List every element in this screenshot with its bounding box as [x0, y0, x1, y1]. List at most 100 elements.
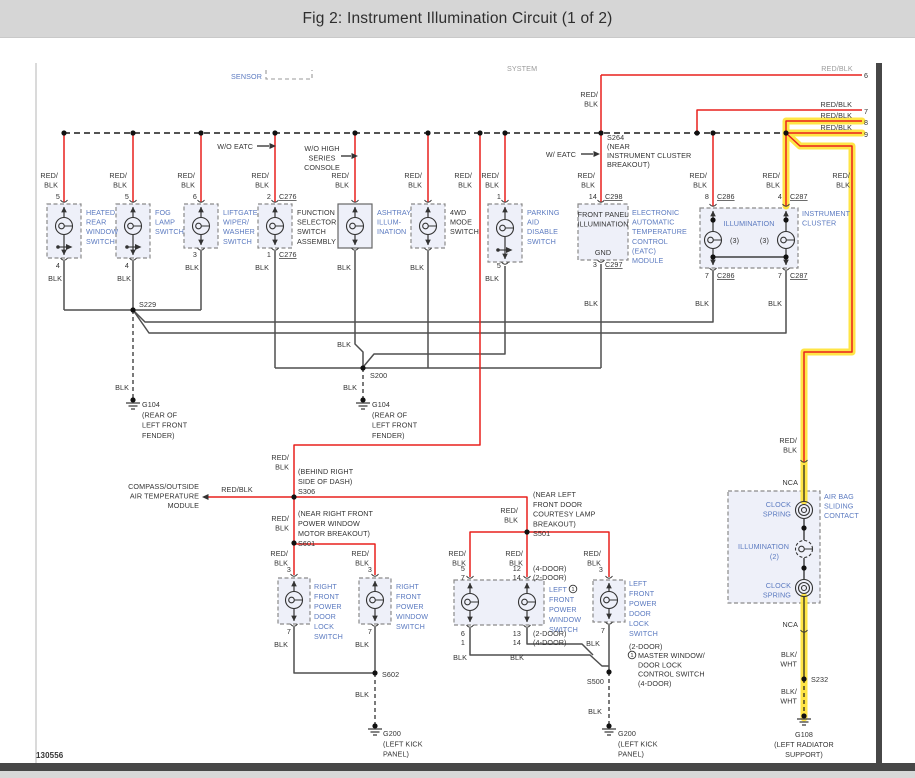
wire-color-label: BLK: [485, 274, 499, 283]
connector-id: C276: [279, 250, 297, 259]
splice-dot: [291, 540, 297, 546]
connector-chevron: [290, 623, 298, 627]
arrowhead: [783, 259, 789, 266]
wire-color-label: BLK: [588, 707, 602, 716]
wire-color-label: BLK: [586, 639, 600, 648]
wire-color-label: BLK: [255, 263, 269, 272]
pin-number: 5: [56, 192, 60, 201]
connector-chevron: [129, 199, 137, 203]
connector-chevron: [501, 199, 509, 203]
wire-color-label: RED/BLK: [448, 549, 466, 568]
arrowhead: [352, 206, 358, 213]
wire-color-label: BLK: [337, 263, 351, 272]
component-box: [699, 207, 799, 269]
connector-id: C287: [790, 271, 808, 280]
cluster-illumination-text: ILLUMINATION: [724, 219, 775, 228]
splice-dot: [130, 307, 136, 313]
circuit-exit-7: 7: [864, 107, 868, 116]
cut-wire-label: RED/BLK: [821, 64, 853, 73]
wire-color-label: RED/BLK: [500, 506, 518, 525]
ground-icon: [360, 397, 366, 403]
pin-number: 4: [125, 261, 129, 270]
splice-dot: [710, 130, 716, 136]
pin-number: 5: [125, 192, 129, 201]
arrowhead: [372, 580, 378, 587]
pin-number: 8: [705, 192, 709, 201]
vertical-scrollbar[interactable]: [876, 63, 882, 763]
wire-ground: [132, 271, 714, 323]
arrowhead: [425, 206, 431, 213]
note-door-variant: (4-DOOR)(2-DOOR): [533, 564, 567, 582]
arrowhead: [272, 239, 278, 246]
wire-color-label: BLK: [695, 299, 709, 308]
wire-color-label: RED/BLK: [221, 485, 253, 494]
wire-red: [696, 109, 862, 133]
clock-spring-icon: [794, 578, 814, 598]
splice-dot: [710, 254, 716, 260]
wire-color-label: RED/BLK: [40, 171, 58, 190]
connector-chevron: [605, 621, 613, 625]
note-door-variant: (2-DOOR)(4-DOOR): [533, 629, 567, 647]
connector-chevron: [782, 267, 790, 271]
splice-dot: [372, 670, 378, 676]
clock-spring-icon: [800, 506, 808, 514]
wire-color-label: RED/BLK: [271, 514, 289, 533]
contact-icon: [66, 244, 73, 250]
lamp-count: (3): [730, 236, 739, 245]
pin-number: 7: [705, 271, 709, 280]
pin-number: 4: [56, 261, 60, 270]
footnote-1-icon: [568, 584, 578, 594]
arrowhead: [198, 206, 204, 213]
wire-color-label: BLK/WHT: [780, 650, 797, 669]
splice-dot: [360, 365, 366, 371]
splice-dot: [477, 130, 483, 136]
connector-chevron: [424, 247, 432, 251]
clock-spring-icon: [797, 503, 811, 517]
wire-color-label: RED/BLK: [821, 111, 853, 120]
wire-color-label: RED/BLK: [762, 171, 780, 190]
connector-chevron: [290, 573, 298, 577]
circuit-exit-6: 6: [864, 71, 868, 80]
arrowhead: [291, 615, 297, 622]
connector-chevron: [501, 261, 509, 265]
arrowhead: [502, 206, 508, 213]
wire-color-label: RED/BLK: [689, 171, 707, 190]
horizontal-scrollbar[interactable]: [0, 763, 915, 771]
connector-chevron: [466, 575, 474, 579]
wire-color-label: BLK: [337, 340, 351, 349]
wire-ground: [354, 251, 364, 367]
arrowhead: [352, 239, 358, 246]
pin-number: 3: [287, 565, 291, 574]
pin-number: 7: [778, 271, 782, 280]
connector-id: C298: [605, 192, 623, 201]
connector-chevron: [523, 624, 531, 628]
splice-dot: [198, 130, 204, 136]
wire-color-label: RED/BLK: [821, 100, 853, 109]
wire-color-label: RED/BLK: [270, 549, 288, 568]
connector-chevron: [523, 575, 531, 579]
splice-dot: [61, 130, 67, 136]
pin-number: 7: [601, 626, 605, 635]
splice-s500: S500: [587, 677, 604, 686]
lamp-count: (3): [760, 236, 769, 245]
splice-dot: [783, 254, 789, 260]
wire-color-label: RED/BLK: [577, 171, 595, 190]
wire-color-label: BLK: [117, 274, 131, 283]
wire-color-label: NCA: [783, 478, 799, 487]
wire-red: [294, 543, 376, 575]
wire-color-label: RED/BLK: [177, 171, 195, 190]
